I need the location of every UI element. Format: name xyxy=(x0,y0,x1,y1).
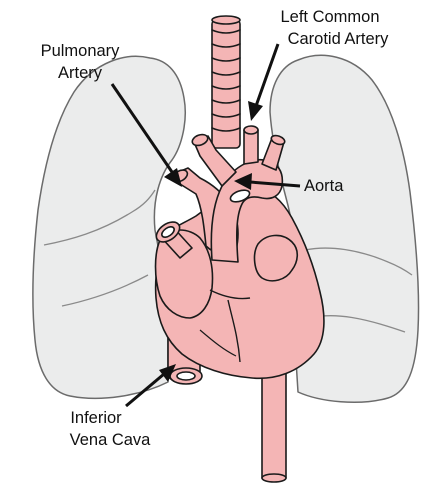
left-common-carotid xyxy=(244,130,258,164)
label-pulmonary-artery-line2: Artery xyxy=(58,64,103,82)
label-inferior-vena-cava-line1: Inferior xyxy=(70,409,122,427)
label-aorta: Aorta xyxy=(304,177,344,195)
label-inferior-vena-cava-line2: Vena Cava xyxy=(70,431,152,449)
label-left-common-carotid-line1: Left Common xyxy=(280,8,379,26)
label-left-common-carotid-line2: Carotid Artery xyxy=(288,30,390,48)
trachea xyxy=(212,16,240,148)
label-pulmonary-artery-line1: Pulmonary xyxy=(41,42,121,60)
